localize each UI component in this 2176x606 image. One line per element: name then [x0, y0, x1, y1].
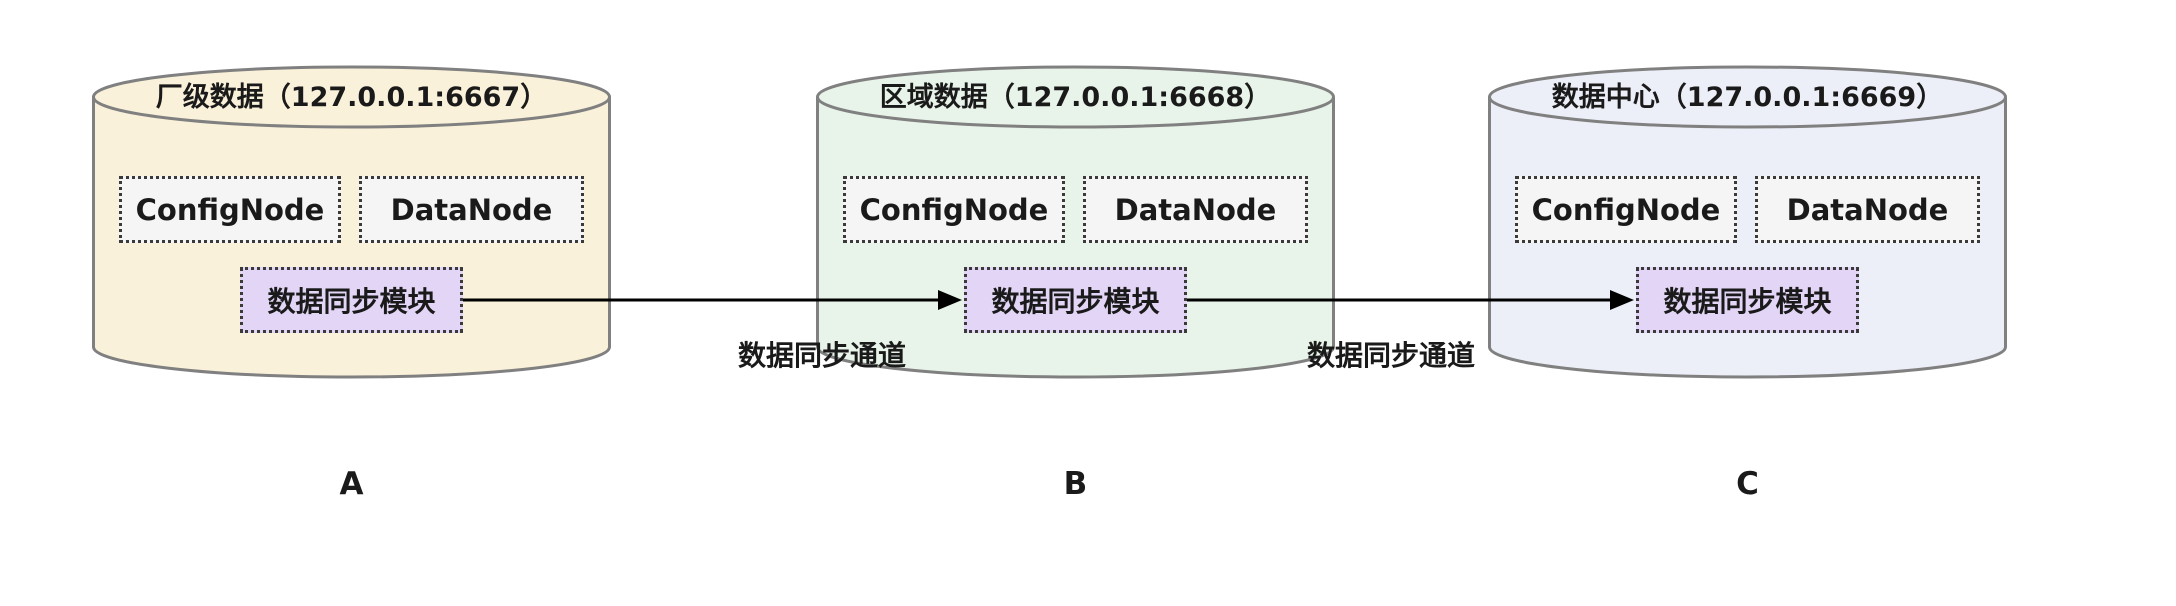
cylinder-a-shape — [92, 65, 611, 379]
node-letter-b: B — [1063, 466, 1088, 502]
datanode-box-c: DataNode — [1755, 176, 1980, 243]
confignode-box-c: ConfigNode — [1515, 176, 1737, 243]
cylinder-c-title: 数据中心（127.0.0.1:6669） — [1551, 82, 1944, 113]
node-letter-a: A — [339, 466, 364, 502]
sync-module-box-b: 数据同步模块 — [964, 267, 1187, 333]
cylinder-c-top — [1488, 65, 2007, 129]
cylinder-b-shape — [816, 65, 1335, 379]
datanode-box-b: DataNode — [1083, 176, 1308, 243]
datanode-box-a: DataNode — [359, 176, 584, 243]
cylinder-b-top — [816, 65, 1335, 129]
cylinder-a-body — [92, 97, 611, 379]
sync-channel-label-1: 数据同步通道 — [737, 339, 906, 372]
sync-module-box-a: 数据同步模块 — [240, 267, 463, 333]
cylinder-group-b: 区域数据（127.0.0.1:6668） ConfigNode DataNode… — [816, 0, 1335, 606]
cylinder-b-title: 区域数据（127.0.0.1:6668） — [879, 82, 1272, 113]
cylinder-group-a: 厂级数据（127.0.0.1:6667） ConfigNode DataNode… — [92, 0, 611, 606]
cylinder-a-top — [92, 65, 611, 129]
confignode-box-b: ConfigNode — [843, 176, 1065, 243]
node-letter-c: C — [1736, 466, 1759, 502]
cylinder-group-c: 数据中心（127.0.0.1:6669） ConfigNode DataNode… — [1488, 0, 2007, 606]
cylinder-c-shape — [1488, 65, 2007, 379]
sync-channel-label-2: 数据同步通道 — [1306, 339, 1475, 372]
cylinder-a-title: 厂级数据（127.0.0.1:6667） — [155, 82, 548, 113]
confignode-box-a: ConfigNode — [119, 176, 341, 243]
sync-module-box-c: 数据同步模块 — [1636, 267, 1859, 333]
